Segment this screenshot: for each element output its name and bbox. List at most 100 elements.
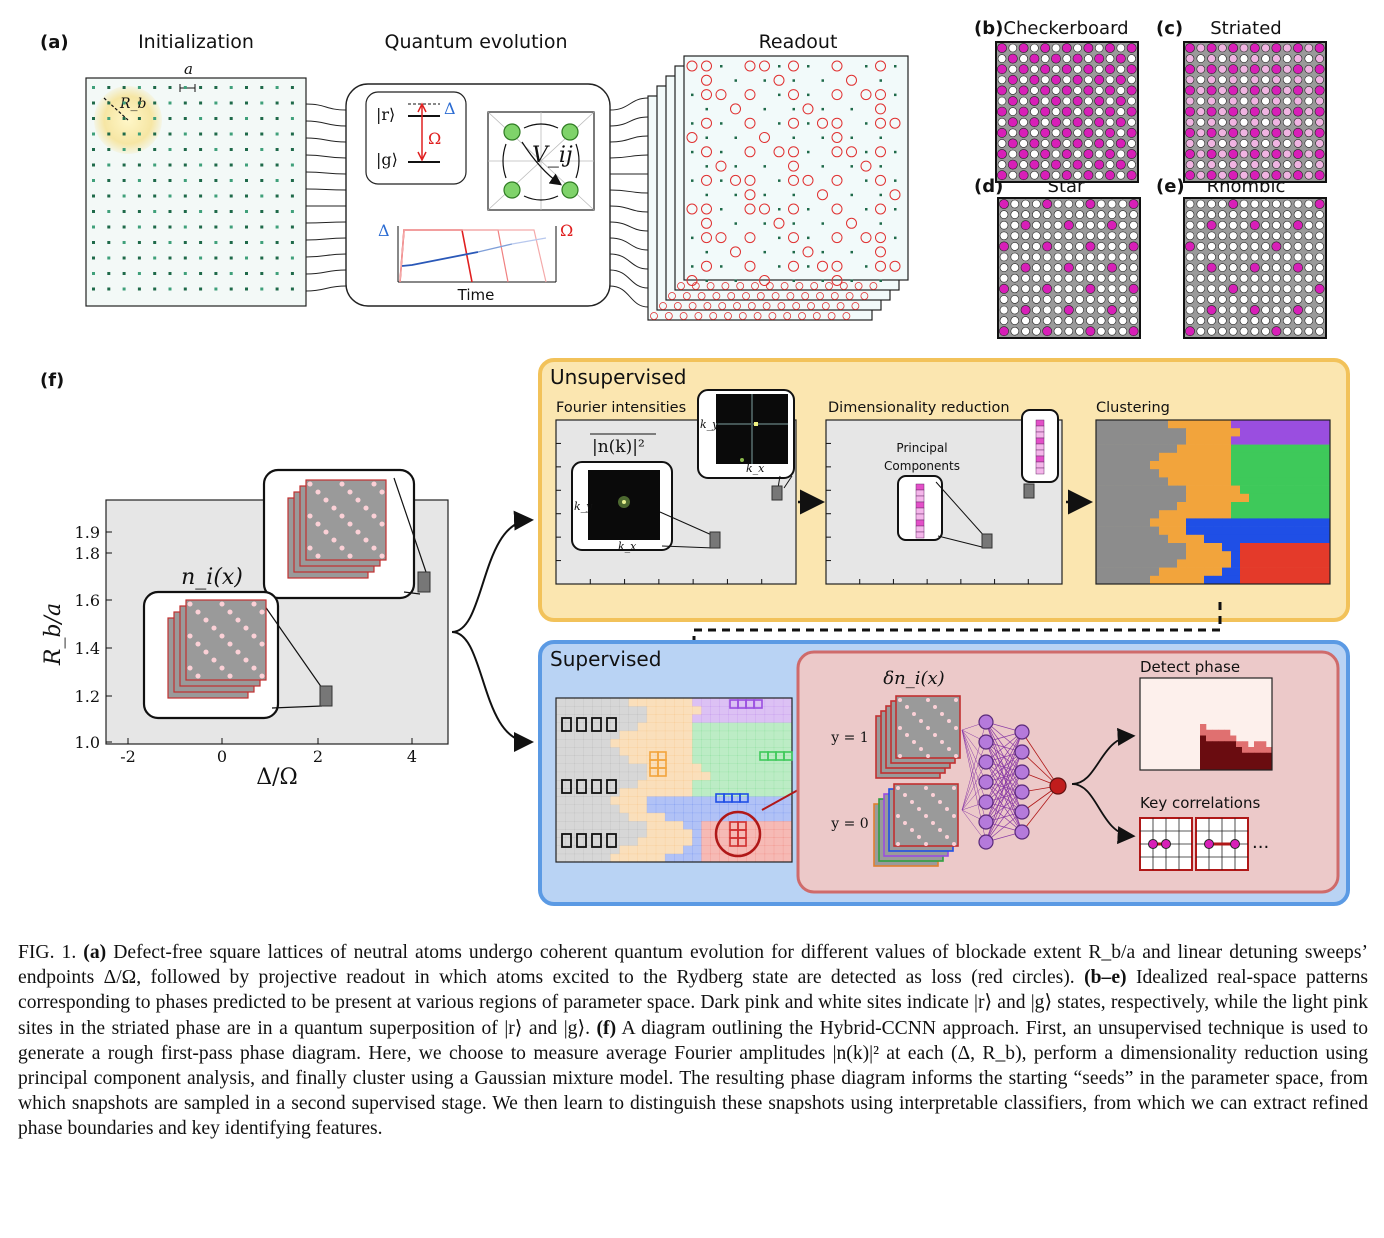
pattern-site	[1096, 252, 1106, 262]
phase-cell	[628, 837, 638, 846]
pattern-site	[1218, 160, 1227, 169]
phase-cell	[1204, 575, 1214, 585]
atom-dot	[137, 241, 141, 244]
readout-loss	[777, 302, 786, 310]
pattern-site	[1261, 86, 1270, 95]
phase-cell	[601, 730, 611, 740]
pattern-site	[1293, 75, 1303, 85]
phase-cell	[556, 706, 566, 715]
phase-cell	[646, 714, 657, 723]
phase-cell	[583, 845, 593, 855]
phase-cell	[782, 722, 793, 732]
pattern-site	[1094, 117, 1105, 128]
phase-cell	[1222, 526, 1232, 536]
pattern-site	[1086, 263, 1095, 272]
pc-cell	[915, 489, 925, 497]
readout-atom	[865, 122, 868, 125]
phase-cell	[664, 788, 675, 797]
atom-dot	[214, 179, 218, 182]
pattern-site	[1228, 283, 1239, 294]
phase-cell	[1240, 444, 1250, 454]
phase-cell	[1222, 444, 1232, 454]
readout-atom	[879, 193, 882, 197]
phase-cell	[1123, 461, 1133, 470]
phase-cell	[1105, 518, 1115, 527]
detect-cell	[1266, 764, 1273, 771]
phase-cell	[674, 829, 684, 838]
pattern-site	[1218, 149, 1227, 159]
pattern-site	[1107, 305, 1117, 315]
phase-cell	[583, 763, 593, 773]
pattern-site	[1061, 43, 1072, 53]
snapshot-site	[259, 609, 265, 615]
phase-cell	[719, 706, 729, 715]
phase-cell	[1276, 559, 1286, 568]
detect-cell	[1218, 747, 1225, 754]
phase-cell	[764, 763, 775, 773]
phase-cell	[1267, 559, 1277, 568]
class-site	[954, 698, 958, 702]
phase-cell	[1204, 461, 1214, 470]
phase-cell	[1168, 428, 1178, 437]
atom-dot	[107, 148, 111, 151]
pc-cell	[915, 531, 925, 539]
phase-cell	[574, 796, 584, 805]
phase-cell	[1159, 526, 1169, 536]
pattern-site	[1127, 75, 1136, 85]
phase-cell	[755, 821, 766, 830]
phase-cell	[610, 853, 620, 863]
phase-cell	[674, 821, 684, 830]
phase-cell	[692, 714, 702, 723]
pattern-site	[1075, 284, 1084, 294]
phase-cell	[773, 739, 784, 748]
phase-cell	[1186, 559, 1196, 568]
pc-cell	[1035, 437, 1045, 445]
phase-cell	[1249, 477, 1259, 486]
pattern-site	[1051, 53, 1061, 64]
detect-cell	[1248, 758, 1255, 765]
phase-cell	[601, 821, 611, 830]
pattern-site	[1228, 316, 1238, 325]
pattern-site	[1051, 96, 1061, 106]
atom-dot	[229, 256, 233, 260]
pattern-site	[1075, 295, 1084, 304]
phase-cell	[692, 804, 702, 814]
pattern-site	[1206, 305, 1217, 315]
readout-loss	[802, 103, 814, 115]
atom-dot	[245, 132, 248, 136]
pattern-site	[1021, 231, 1030, 241]
phase-cell	[1123, 444, 1133, 454]
phase-cell	[1312, 575, 1322, 585]
corr-site	[1161, 839, 1171, 849]
detect-cell	[1218, 758, 1225, 765]
pattern-site	[1228, 170, 1239, 181]
phase-cell	[628, 796, 638, 805]
class-site	[952, 814, 956, 818]
atom-dot	[229, 148, 233, 151]
phase-cell	[574, 722, 584, 732]
pattern-site	[1018, 149, 1029, 159]
phase-cell	[619, 821, 629, 830]
phase-cell	[692, 796, 702, 805]
atom-dot	[122, 272, 126, 275]
phase-cell	[683, 821, 693, 830]
phase-cell	[601, 755, 611, 764]
pattern-site	[1051, 74, 1061, 85]
phase-cell	[565, 698, 575, 707]
readout-loss	[701, 60, 712, 72]
phase-cell	[728, 821, 738, 830]
snapshot-site	[227, 609, 233, 615]
atom-dot	[260, 256, 264, 260]
pattern-site	[1218, 64, 1227, 74]
pattern-site	[1239, 139, 1249, 148]
pattern-site	[1315, 117, 1324, 127]
pattern-site	[1282, 96, 1292, 106]
pattern-site	[1010, 316, 1020, 325]
phase-cell	[728, 730, 738, 740]
atom-bl	[503, 181, 521, 199]
pattern-site	[1272, 54, 1281, 63]
pattern-site	[1261, 43, 1270, 53]
atom-dots	[92, 86, 294, 291]
snapshot-site	[363, 537, 369, 543]
phase-cell	[1258, 559, 1268, 568]
